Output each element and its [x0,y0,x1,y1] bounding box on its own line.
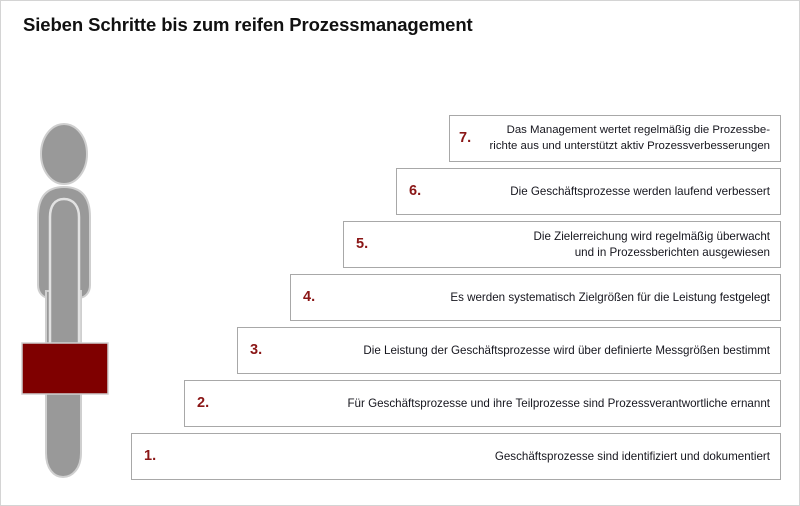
step-box-2[interactable]: 2. Für Geschäftsprozesse und ihre Teilpr… [184,380,781,427]
step-text-6: Die Geschäftsprozesse werden laufend ver… [510,184,770,198]
step-number-5: 5. [356,236,369,253]
figure-arm [48,197,81,366]
step-box-5[interactable]: 5. Die Zielerreichung wird regelmäßig üb… [343,221,781,268]
step-text-1: Geschäftsprozesse sind identifiziert und… [494,449,770,463]
step-box-3[interactable]: 3. Die Leistung der Geschäftsprozesse wi… [237,327,781,374]
step-number-6: 6. [409,183,422,200]
step-text-2: Für Geschäftsprozesse und ihre Teilproze… [347,396,770,410]
businessperson-icon [21,123,109,479]
step-text-7: Das Management wertet regelmäßig die Pro… [489,124,770,152]
step-text-5: Die Zielerreichung wird regelmäßig überw… [533,229,770,259]
step-box-7[interactable]: 7. Das Management wertet regelmäßig die … [449,115,781,162]
page-title: Sieben Schritte bis zum reifen Prozessma… [23,14,473,35]
step-box-6[interactable]: 6. Die Geschäftsprozesse werden laufend … [396,168,781,215]
step-number-4: 4. [303,289,316,306]
step-box-4[interactable]: 4. Es werden systematisch Zielgrößen für… [290,274,781,321]
briefcase [21,342,109,395]
businessperson-figure [15,121,145,496]
figure-head [40,123,88,185]
step-number-3: 3. [250,342,263,359]
step-text-4: Es werden systematisch Zielgrößen für di… [450,290,770,304]
step-number-7: 7. [459,130,472,147]
step-number-2: 2. [197,395,210,412]
step-text-3: Die Leistung der Geschäftsprozesse wird … [363,343,770,357]
step-number-1: 1. [144,448,157,465]
step-box-1[interactable]: 1. Geschäftsprozesse sind identifiziert … [131,433,781,480]
